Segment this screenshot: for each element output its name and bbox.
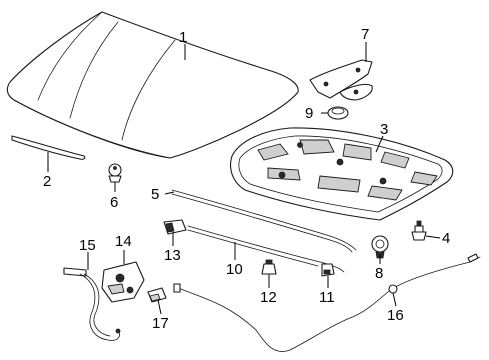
- rod-clip: [321, 263, 335, 277]
- callout-14: 14: [115, 233, 132, 250]
- callout-3: 3: [380, 121, 388, 138]
- callout-labels: 1 2 3 4 5 6 7 8 9 10 11 12 13 14 15 16 1…: [43, 26, 450, 332]
- callout-13: 13: [164, 247, 181, 264]
- hood-panel: [6, 11, 299, 159]
- hood-seal: [171, 189, 357, 253]
- callout-10: 10: [226, 261, 243, 278]
- callout-16: 16: [387, 307, 404, 324]
- latch-harness: [63, 267, 121, 341]
- callout-11: 11: [319, 289, 335, 306]
- bumper-stop: [411, 220, 427, 241]
- rod-holder: [163, 219, 187, 235]
- prop-rod: [187, 225, 345, 273]
- callout-17: 17: [152, 315, 169, 332]
- callout-4: 4: [442, 230, 450, 247]
- front-molding: [11, 135, 86, 160]
- callout-9: 9: [305, 105, 313, 122]
- plug-grommet: [108, 163, 122, 183]
- callout-1: 1: [179, 29, 187, 46]
- hood-hinge: [309, 59, 373, 101]
- callout-15: 15: [79, 237, 96, 254]
- callout-5: 5: [151, 186, 159, 203]
- callout-2: 2: [43, 173, 51, 190]
- release-cable: [173, 253, 481, 352]
- hood-inner-panel: [229, 127, 454, 221]
- insulator-pad: [327, 106, 349, 120]
- leader-lines: [47, 42, 441, 315]
- callout-7: 7: [361, 26, 369, 43]
- callout-8: 8: [375, 265, 383, 282]
- retainer-clip: [261, 259, 277, 275]
- release-handle: [147, 287, 167, 303]
- callout-6: 6: [110, 194, 118, 211]
- callout-12: 12: [260, 289, 277, 306]
- hood-latch: [101, 261, 145, 303]
